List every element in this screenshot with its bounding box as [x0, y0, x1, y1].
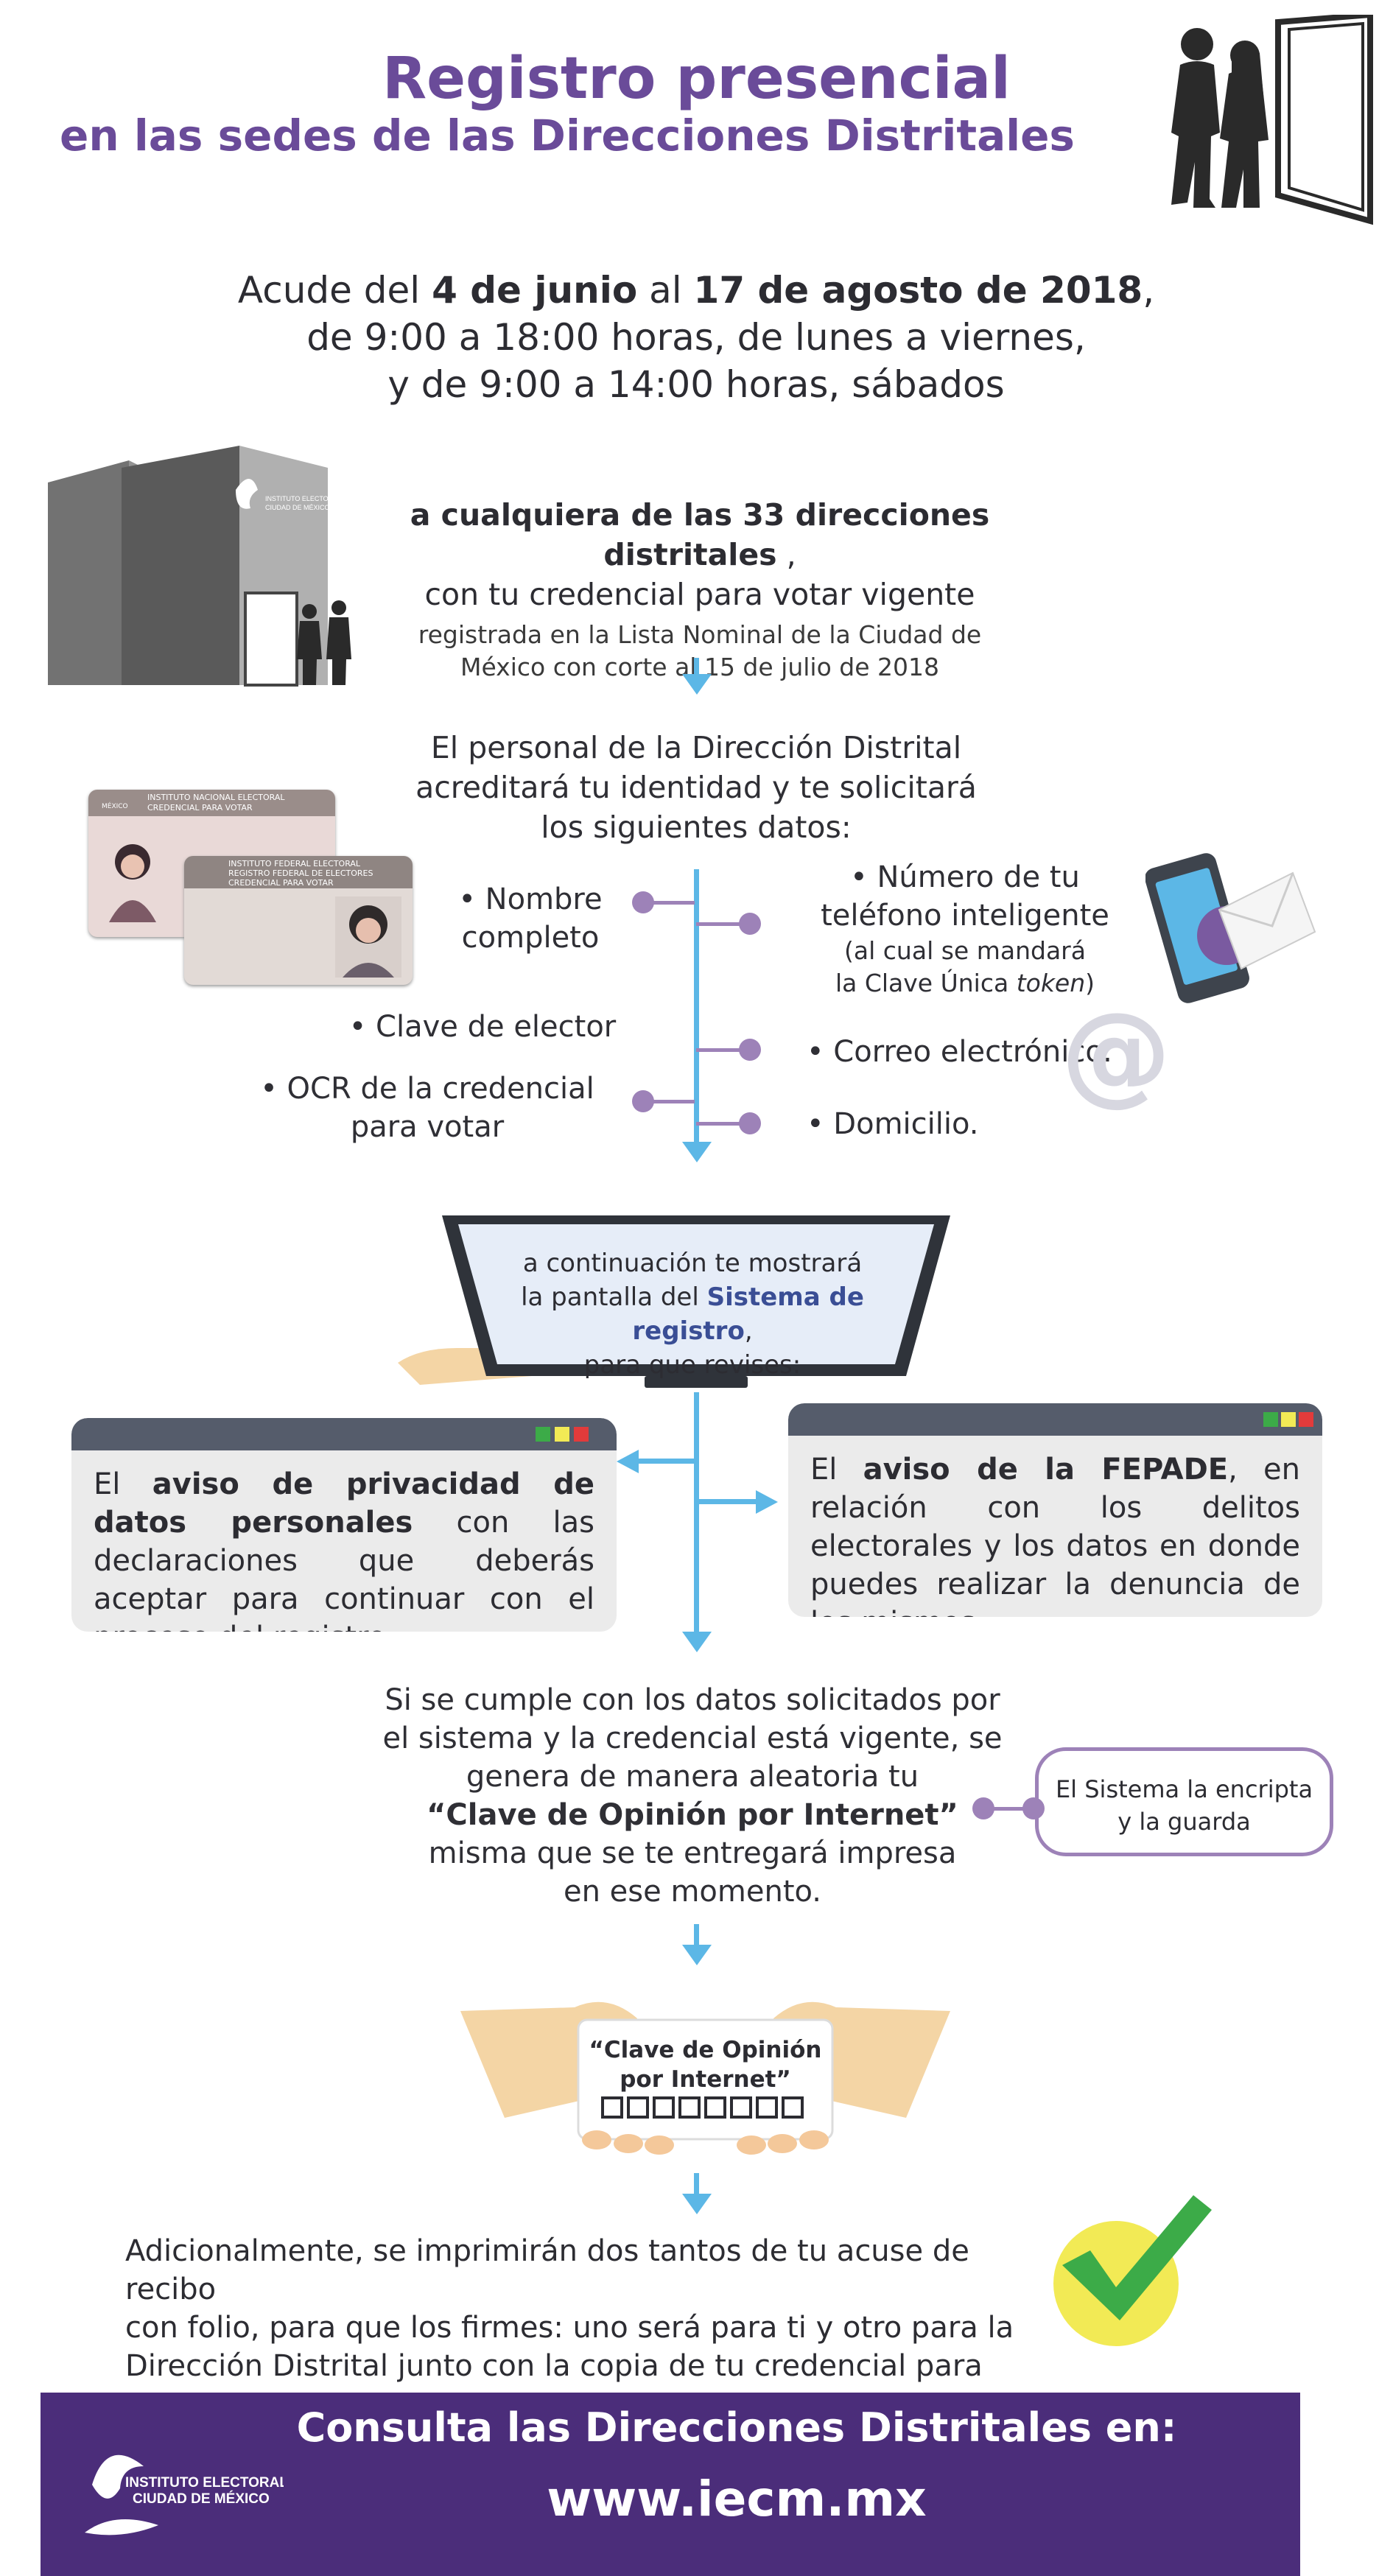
- fepade-notice-panel: El aviso de la FEPADE, en relación con l…: [788, 1403, 1322, 1617]
- schedule-text: Acude del 4 de junio al 17 de agosto de …: [237, 269, 1155, 406]
- svg-text:CIUDAD DE MÉXICO: CIUDAD DE MÉXICO: [265, 504, 330, 511]
- item-domicilio: • Domicilio.: [807, 1107, 979, 1141]
- building-icon: INSTITUTO ELECTORAL CIUDAD DE MÉXICO: [48, 446, 351, 687]
- date-end: 17 de agosto de 2018: [693, 269, 1143, 312]
- page-title: Registro presencial: [382, 46, 1011, 112]
- at-sign-icon: @: [1061, 989, 1171, 1117]
- iecm-logo-icon: INSTITUTO ELECTORAL CIUDAD DE MÉXICO: [85, 2454, 284, 2535]
- step2-text: El personal de la Dirección Distrital ac…: [415, 730, 977, 845]
- step1-text: a cualquiera de las 33 direcciones distr…: [410, 497, 990, 681]
- step5-text: Adicionalmente, se imprimirán dos tantos…: [125, 2234, 1014, 2421]
- item-telefono: • Número de tu teléfono inteligente (al …: [821, 860, 1109, 997]
- arrow-down-icon: [682, 2194, 712, 2214]
- arrow-down-icon: [682, 1142, 712, 1162]
- arrow-left-icon: [617, 1450, 639, 1473]
- item-correo: • Correo electrónico.: [807, 1035, 1112, 1069]
- encryption-note: El Sistema la encripta y la guarda: [1035, 1747, 1333, 1856]
- page-subtitle: en las sedes de las Direcciones Distrita…: [60, 110, 1075, 161]
- monitor-icon: [398, 1215, 950, 1388]
- arrow-connector: [694, 658, 699, 681]
- arrow-down-icon: [682, 1945, 712, 1965]
- envelope-icon: [1218, 871, 1316, 970]
- door-icon: [1275, 15, 1373, 225]
- people-silhouette-icon: [1171, 15, 1373, 225]
- arrow-down-icon: [682, 674, 712, 695]
- svg-text:INSTITUTO ELECTORAL: INSTITUTO ELECTORAL: [125, 2475, 284, 2491]
- step4-text: Si se cumple con los datos solicitados p…: [382, 1683, 1003, 1909]
- arrow-right-icon: [756, 1490, 778, 1514]
- hands-ticket-icon: [460, 2001, 950, 2155]
- footer-consult-text: Consulta las Direcciones Distritales en:: [296, 2404, 1177, 2451]
- ticket-label: “Clave de Opinión por Internet”: [589, 2037, 822, 2093]
- footer-url-link[interactable]: www.iecm.mx: [547, 2471, 927, 2527]
- item-clave-elector: • Clave de elector: [348, 1010, 617, 1044]
- privacy-notice-panel: El aviso de privacidad de datos personal…: [71, 1418, 617, 1632]
- svg-text:CIUDAD DE MÉXICO: CIUDAD DE MÉXICO: [133, 2491, 270, 2507]
- footer-banner: INSTITUTO ELECTORAL CIUDAD DE MÉXICO Con…: [41, 2393, 1300, 2576]
- date-start: 4 de junio: [432, 269, 638, 312]
- checkmark-icon: [1053, 2195, 1212, 2346]
- step3-text: a continuación te mostrará la pantalla d…: [521, 1249, 864, 1380]
- arrow-down-icon: [682, 1632, 712, 1652]
- smartphone-icon: [1145, 853, 1316, 1003]
- svg-text:INSTITUTO ELECTORAL: INSTITUTO ELECTORAL: [265, 495, 341, 502]
